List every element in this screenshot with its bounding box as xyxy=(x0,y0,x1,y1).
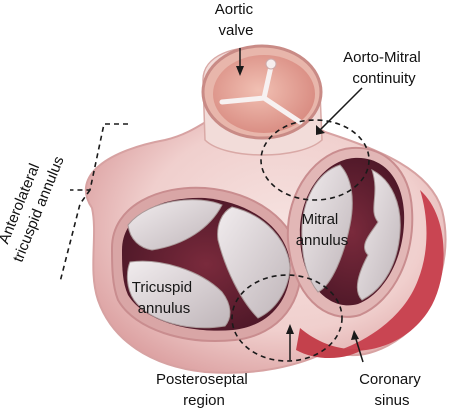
aorto-mitral-label: Aorto-Mitral continuity xyxy=(343,49,425,87)
mitral-leaflet-anterior xyxy=(301,164,353,293)
anterolateral-bracket xyxy=(59,123,128,283)
pointer-arrows xyxy=(236,48,364,363)
aorto-mitral-region-circle xyxy=(260,119,370,201)
tricuspid-annulus-label: Tricuspid annulus xyxy=(132,279,196,317)
coronary-sinus-band xyxy=(296,328,365,359)
aortic-commissure-knot xyxy=(265,58,277,70)
posteroseptal-label: Posteroseptal region xyxy=(156,371,252,409)
outer-rim xyxy=(340,190,444,351)
tricuspid-leaflet-anterior xyxy=(127,199,223,251)
mitral-annulus-label: Mitral annulus xyxy=(296,211,349,249)
tricuspid-leaflet-septal xyxy=(217,206,291,319)
mitral-leaflet-posterior xyxy=(356,169,401,301)
aortic-valve-label: Aortic valve xyxy=(215,1,258,39)
anterolateral-label: Anterolateral tricuspid annulus xyxy=(0,146,68,264)
tricuspid-leaflet-posterior xyxy=(126,260,231,329)
coronary-sinus-label: Coronary sinus xyxy=(359,371,425,409)
posteroseptal-region-circle xyxy=(231,274,343,362)
